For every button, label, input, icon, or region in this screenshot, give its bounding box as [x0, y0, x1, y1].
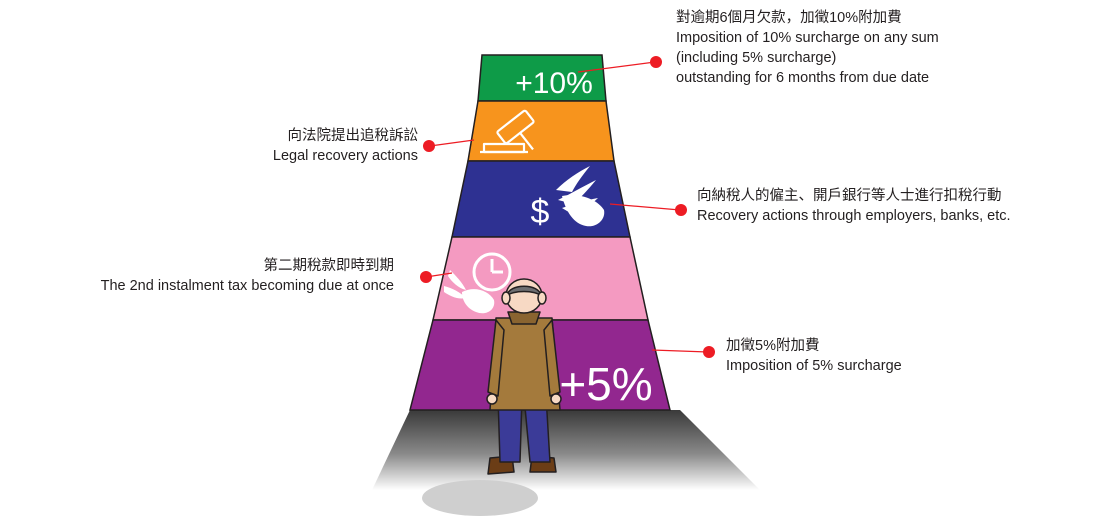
label-surcharge-10-en-2: (including 5% surcharge) [676, 50, 837, 66]
pointer-dot-legal [423, 140, 435, 152]
step-instalment [432, 236, 649, 321]
person-figure [486, 278, 562, 475]
label-surcharge-10-en-3: outstanding for 6 months from due date [676, 70, 930, 86]
label-legal: 向法院提出追稅訴訟 Legal recovery actions [273, 126, 418, 166]
label-instalment-zh: 第二期稅款即時到期 [263, 258, 395, 274]
symbol-plus-5: +5% [559, 358, 652, 410]
symbol-dollar: $ [531, 193, 550, 231]
label-surcharge-5: 加徵5%附加費 Imposition of 5% surcharge [726, 336, 902, 376]
winged-clock-icon [444, 252, 512, 314]
winged-money-icon [556, 166, 605, 227]
label-recovery-zh: 向納稅人的僱主、開戶銀行等人士進行扣稅行動 [697, 188, 1002, 204]
label-recovery: 向納稅人的僱主、開戶銀行等人士進行扣稅行動 Recovery actions t… [697, 186, 1011, 226]
label-surcharge-10-en-1: Imposition of 10% surcharge on any sum [676, 30, 939, 46]
pointer-dot-surcharge-10 [650, 56, 662, 68]
symbol-plus-10: +10% [515, 67, 593, 100]
gavel-icon [480, 109, 535, 154]
label-legal-en: Legal recovery actions [272, 148, 418, 164]
pointer-dots [420, 56, 715, 358]
label-instalment: 第二期稅款即時到期 The 2nd instalment tax becomin… [101, 256, 394, 296]
label-surcharge-10-zh: 對逾期6個月欠款，加徵10%附加費 [676, 10, 902, 26]
pointer-dot-surcharge-5 [703, 346, 715, 358]
label-surcharge-10: 對逾期6個月欠款，加徵10%附加費 Imposition of 10% surc… [676, 8, 939, 88]
pointer-dot-instalment [420, 271, 432, 283]
pointer-dot-recovery [675, 204, 687, 216]
label-legal-zh: 向法院提出追稅訴訟 [287, 128, 419, 144]
label-recovery-en: Recovery actions through employers, bank… [697, 208, 1011, 224]
label-instalment-en: The 2nd instalment tax becoming due at o… [100, 278, 394, 294]
label-surcharge-5-en: Imposition of 5% surcharge [726, 358, 902, 374]
label-surcharge-5-zh: 加徵5%附加費 [726, 338, 820, 354]
pointer-lines [425, 61, 709, 353]
person-shadow [422, 480, 538, 516]
floor-shadow [372, 410, 760, 490]
